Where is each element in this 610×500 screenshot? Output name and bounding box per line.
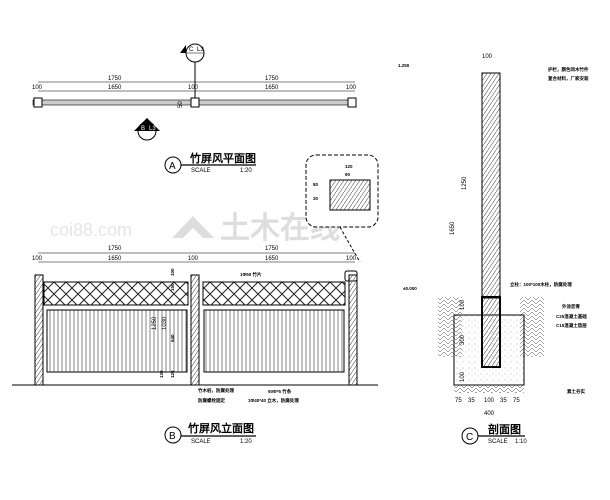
drawing-label: 75 [513, 398, 520, 404]
drawing-label: B [169, 431, 176, 442]
plan-title: A 竹屏风平面图 SCALE 1:20 [164, 151, 256, 174]
drawing-label: 1750 [108, 76, 122, 82]
watermark-logo-icon [172, 216, 214, 238]
drawing-label: 1650 [265, 85, 279, 91]
drawing-label: 400 [484, 411, 495, 417]
drawing-label: 640 [170, 334, 175, 342]
drawing-label: 100 [460, 371, 466, 382]
drawing-label: 100 [188, 256, 199, 262]
drawing-label: 1030 [162, 316, 168, 330]
drawing-label: 1250 [152, 316, 158, 330]
drawing-label: 1:20 [240, 168, 252, 174]
drawing-label: ±0.000 [403, 286, 417, 291]
drawing-label: 50 [178, 101, 184, 108]
drawing-label: 1650 [265, 256, 279, 262]
drawing-label: 剖面图 [488, 422, 521, 436]
drawing-label: 1:20 [240, 439, 252, 445]
watermark-sub: coi88.com [50, 220, 132, 240]
drawing-label: 1250 [462, 176, 468, 190]
drawing-label: 1750 [265, 76, 279, 82]
drawing-label: 1650 [108, 85, 122, 91]
drawing-label: 1750 [265, 246, 279, 252]
section-marker-b[interactable]: B L3 [134, 118, 160, 141]
drawing-label: 100 [346, 256, 357, 262]
drawing-label: 外涂沥青 [562, 303, 580, 310]
drawing-label: C [466, 432, 473, 443]
drawing-label: 100 [460, 299, 466, 310]
drawing-label: 1650 [450, 221, 456, 235]
drawing-label: 100 [482, 54, 493, 60]
section-marker-c[interactable]: C L3 [180, 43, 205, 98]
drawing-label: 30 [313, 196, 319, 201]
drawing-label: 150 [170, 283, 175, 291]
section-view: 1.250 ±0.000 100 1650 1250 100 300 100 7… [398, 54, 589, 445]
drawing-label: 立柱：100*100木柱，防腐处理 [510, 281, 572, 288]
drawing-label: 35 [500, 398, 507, 404]
drawing-label: 75 [455, 398, 462, 404]
drawing-label: A [169, 161, 176, 172]
drawing-label: 130 [159, 370, 164, 378]
drawing-label: 1Φ40*40 立木，防腐处理 [248, 397, 299, 404]
plan-view: 1750 1750 100 1650 100 1650 100 50 C L3 … [32, 43, 357, 174]
drawing-label: L3 [197, 47, 204, 53]
drawing-label: SCALE [191, 439, 211, 445]
drawing-label: 35 [468, 398, 475, 404]
drawing-label: 竹屏风立面图 [187, 421, 254, 435]
drawing-label: C25混凝土基础 [556, 313, 587, 320]
drawing-label: 300 [460, 334, 466, 345]
drawing-label: 100 [32, 256, 43, 262]
drawing-label: L3 [149, 126, 156, 132]
drawing-label: 素土夯实 [566, 388, 585, 395]
elevation-title: B 竹屏风立面图 SCALE 1:20 [164, 421, 256, 445]
drawing-label: SCALE [488, 439, 508, 445]
drawing-label: 90 [345, 172, 351, 177]
drawing-label: 1750 [108, 246, 122, 252]
section-title: C 剖面图 SCALE 1:10 [461, 422, 527, 445]
drawing-label: 100 [170, 268, 175, 276]
drawing-label: 复合材料，厂家安装 [547, 75, 589, 82]
drawing-label: 竹木桩，防腐处理 [197, 387, 234, 394]
drawing-label: 100 [484, 398, 495, 404]
drawing-label: 120 [345, 164, 353, 169]
drawing-label: 100 [346, 85, 357, 91]
drawing-label: 80 [313, 182, 319, 187]
drawing-label: 竹屏风平面图 [189, 151, 256, 165]
drawing-label: 防腐螺栓固定 [198, 397, 225, 404]
watermark: 土木在线 coi88.com [50, 212, 340, 245]
drawing-label: 1Φ50 竹片 [240, 271, 262, 278]
drawing-label: SCALE [191, 168, 211, 174]
elevation-view: 1750 1750 100 1650 100 1650 100 1250 103… [12, 246, 378, 445]
drawing-label: 50Φ*5 竹条 [268, 388, 292, 395]
drawing-label: 100 [188, 85, 199, 91]
detail-callout: 120 90 80 30 [305, 154, 379, 282]
drawing-label: B [141, 126, 145, 132]
drawing-label: 1650 [108, 256, 122, 262]
drawing-label: 120 [170, 370, 175, 378]
drawing-label: 护栏，颜色同木竹件 [548, 66, 589, 73]
drawing-label: C [189, 47, 194, 53]
drawing-label: C15混凝土垫层 [556, 322, 587, 329]
drawing-label: 1:10 [515, 439, 527, 445]
drawing-label: 1.250 [398, 63, 410, 68]
drawing-label: 100 [32, 85, 43, 91]
